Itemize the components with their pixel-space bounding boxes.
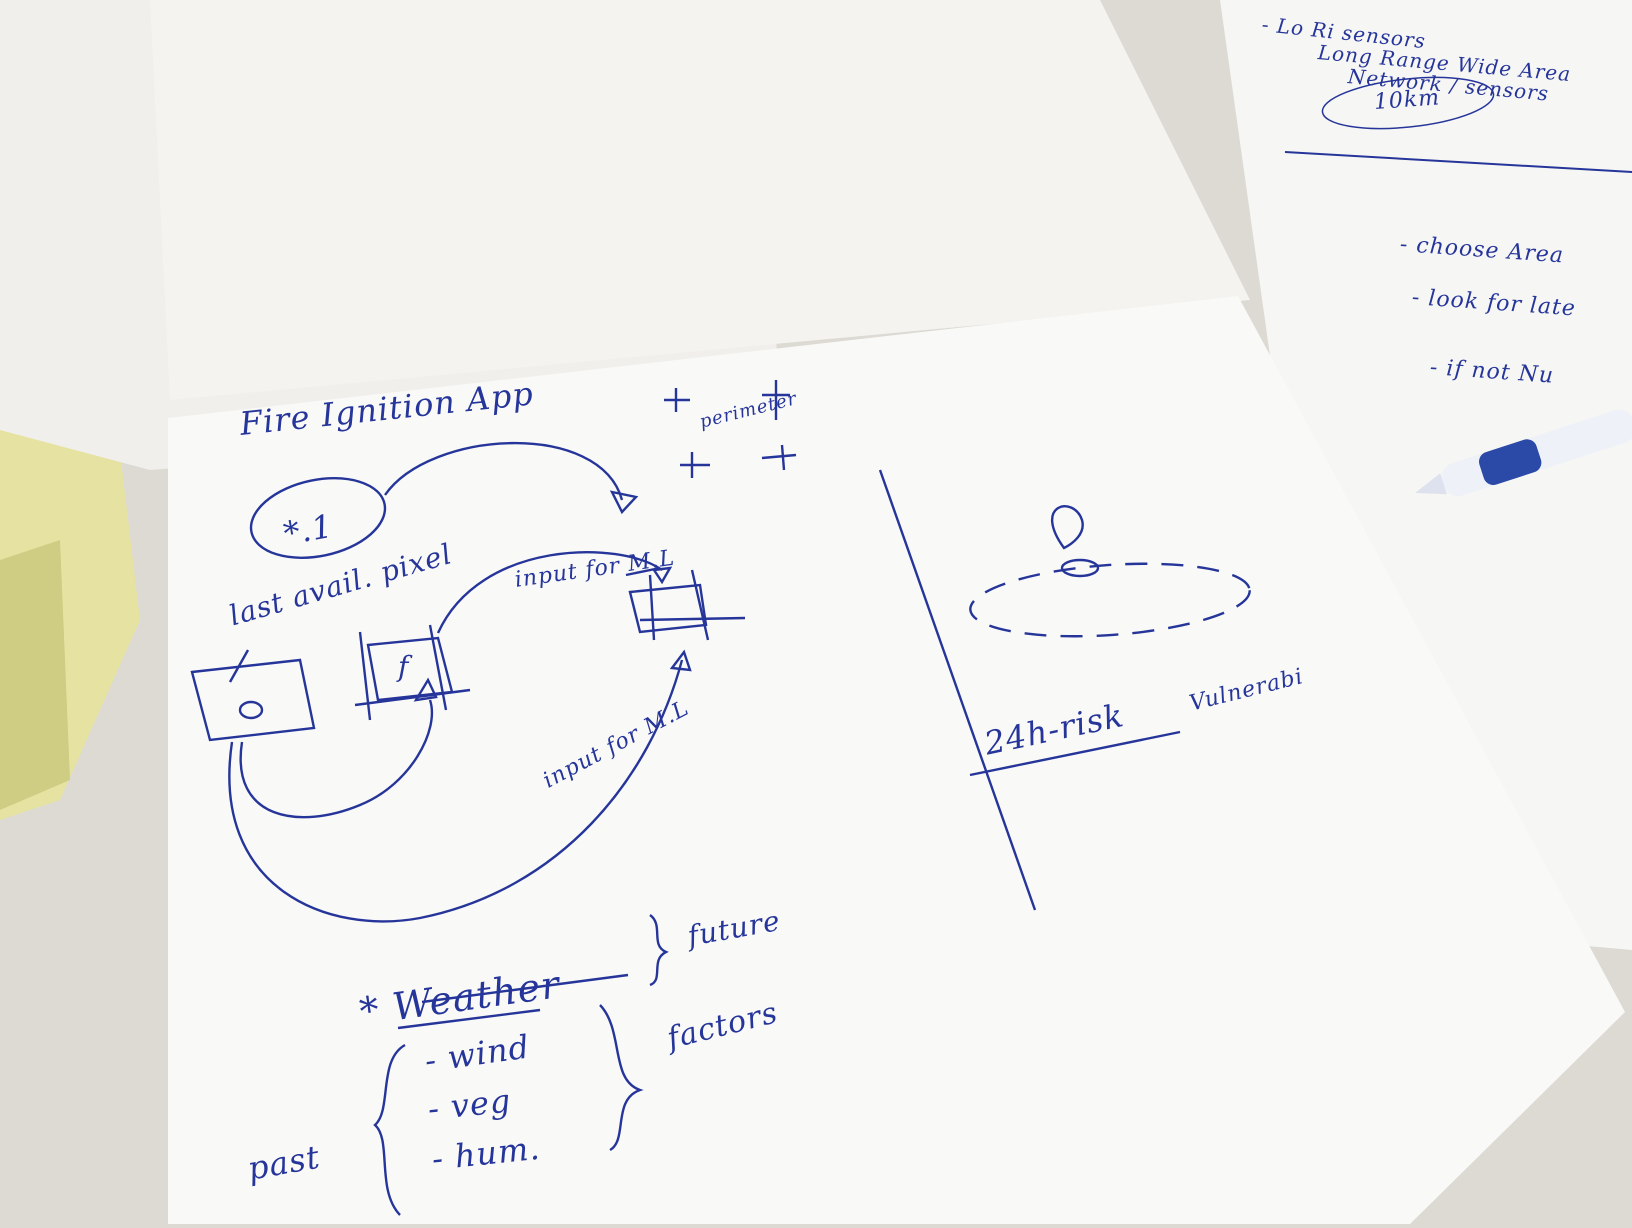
map-area <box>969 562 1251 638</box>
brace-future <box>649 914 669 987</box>
right-page-rule <box>1284 151 1632 173</box>
back-paper-top <box>150 0 1250 400</box>
weather-underline-2 <box>397 1008 541 1030</box>
pixel-box-right <box>628 583 708 634</box>
sketch-lines <box>190 380 1251 1216</box>
brace-past <box>373 1043 406 1216</box>
brace-factors <box>599 1004 644 1152</box>
box-f-label: f <box>398 650 410 683</box>
sticky-notes-edge <box>0 540 70 810</box>
weather-underline-1 <box>421 973 629 1004</box>
step-circle <box>249 477 387 559</box>
location-pin <box>1050 505 1084 550</box>
perimeter-marks <box>664 380 797 478</box>
risk-underline <box>969 730 1181 777</box>
loop-arrow-short <box>239 699 434 819</box>
circled-note <box>1321 76 1495 130</box>
arrow-to-perimeter <box>384 441 624 501</box>
loop-arrow-long <box>228 659 684 923</box>
circled-note-text: 10km <box>1373 85 1441 115</box>
map-divider <box>878 469 1037 911</box>
pixel-box-left <box>190 658 316 742</box>
pen <box>1415 409 1632 497</box>
arrow-to-right-box <box>436 551 663 634</box>
main-sheet <box>168 296 1625 1224</box>
